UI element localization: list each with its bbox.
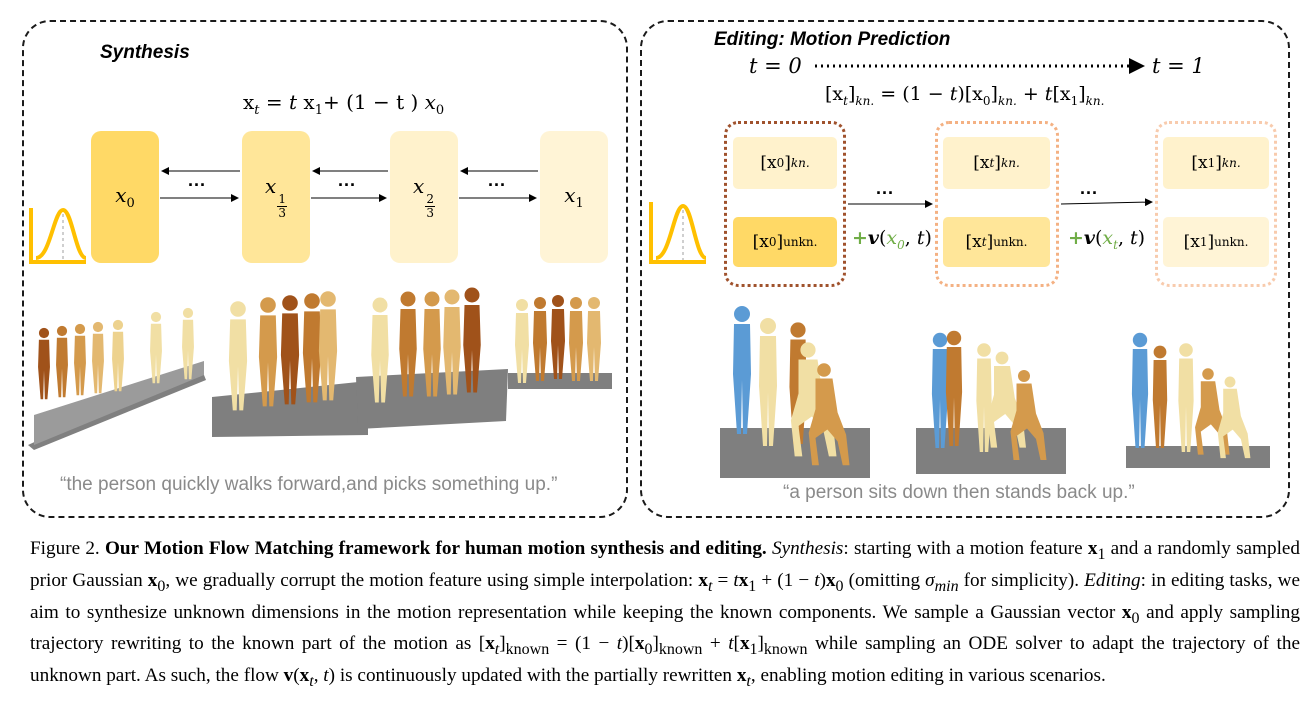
group-x1 (1155, 121, 1277, 287)
group-xt (935, 121, 1059, 287)
synthesis-motion-figures (28, 287, 612, 450)
editing-panel (640, 20, 1290, 518)
synthesis-panel (22, 20, 628, 518)
time-arrow (815, 58, 1145, 74)
editing-formula: [xt]kn. = (1 − t)[x0]kn. + t[x1]kn. (825, 83, 1105, 108)
editing-prompt: “a person sits down then stands back up.… (783, 482, 1135, 503)
caption-synthesis-label: Synthesis (771, 538, 844, 559)
velocity-x0: +v(x0, t) (852, 227, 932, 252)
gaussian-icon (29, 207, 87, 264)
synthesis-ellipsis-1: ... (188, 170, 207, 190)
block-x0: x0 (91, 131, 159, 263)
synthesis-prompt: “the person quickly walks forward,and pi… (60, 474, 558, 495)
editing-motion-figures (720, 306, 1270, 478)
editing-ellipsis-1: ... (876, 178, 895, 198)
synthesis-formula: xt = t x1+ (1 − t ) x0 (243, 90, 445, 118)
synthesis-ellipsis-2: ... (338, 170, 357, 190)
caption-editing-label: Editing (1084, 569, 1141, 591)
gaussian-icon-editing (649, 202, 707, 264)
editing-ellipsis-2: ... (1080, 178, 1099, 198)
block-x1: x1 (540, 131, 608, 263)
velocity-xt: +v(xt, t) (1068, 227, 1146, 252)
t-end-label: t = 1 (1152, 54, 1205, 78)
synthesis-title: Synthesis (100, 42, 190, 63)
group-x0 (724, 121, 846, 287)
t-start-label: t = 0 (749, 54, 802, 78)
caption-title: Our Motion Flow Matching framework for h… (104, 538, 767, 559)
figure-caption: Figure 2. Our Motion Flow Matching frame… (30, 538, 1301, 691)
editing-title: Editing: Motion Prediction (714, 29, 951, 50)
figure-label: Figure 2. (30, 538, 100, 559)
synthesis-ellipsis-3: ... (488, 170, 507, 190)
